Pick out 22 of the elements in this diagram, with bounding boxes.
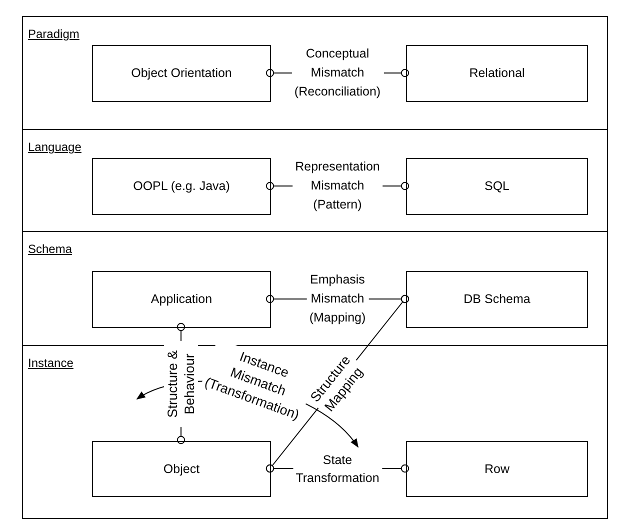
concept-box	[92, 441, 271, 497]
concept-box	[92, 158, 271, 215]
box-label: OOPL (e.g. Java)	[133, 179, 230, 194]
layer-band	[22, 345, 608, 519]
layer-heading: Language	[28, 140, 82, 154]
box-label: Object Orientation	[131, 66, 232, 81]
concept-box	[406, 158, 588, 215]
concept-box	[406, 45, 588, 102]
concept-box	[406, 441, 588, 497]
box-label: Row	[484, 462, 510, 476]
box-label: Object	[163, 462, 200, 476]
box-label: SQL	[484, 179, 510, 194]
box-label: Relational	[469, 66, 525, 81]
layer-heading: Paradigm	[28, 27, 80, 41]
concept-box	[92, 271, 271, 328]
edge-label: Structure & Behaviour	[164, 340, 198, 426]
layer-heading: Instance	[28, 356, 74, 370]
layer-heading: Schema	[28, 242, 72, 256]
concept-box	[406, 271, 588, 328]
box-label: Application	[150, 292, 212, 307]
concept-box	[92, 45, 271, 102]
box-label: DB Schema	[464, 292, 530, 307]
